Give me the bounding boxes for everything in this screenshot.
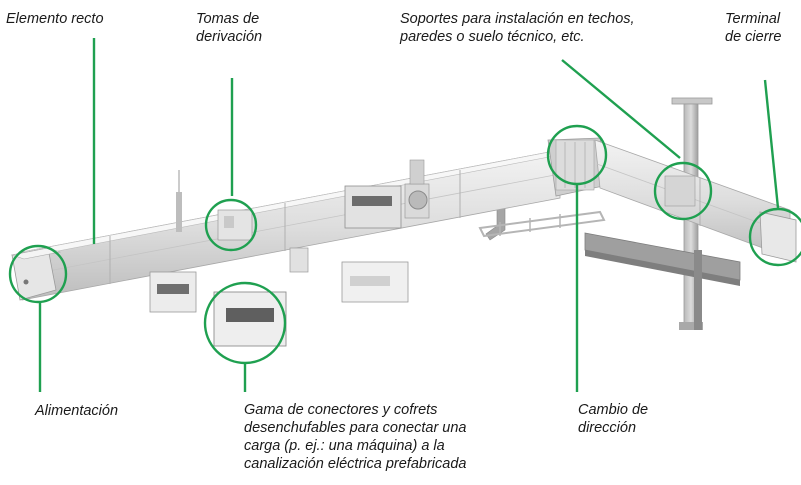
label-supports: Soportes para instalación en techos, par… <box>400 11 635 45</box>
label-end-cap: Terminal de cierre <box>725 11 782 45</box>
callout-supports <box>653 161 713 221</box>
power-feed-unit <box>10 247 62 301</box>
busway-right-run <box>594 139 791 259</box>
support-bracket <box>584 232 741 330</box>
callout-power-feed <box>8 244 68 304</box>
label-tap-off: Tomas de derivación <box>196 11 263 45</box>
busway-main-run <box>21 149 576 301</box>
label-direction-change: Cambio de dirección <box>578 402 649 436</box>
label-power-feed: Alimentación <box>35 403 119 419</box>
label-plugin-units: Gama de conectores y cofrets desenchufab… <box>244 402 467 472</box>
callouts <box>8 38 801 392</box>
end-cap-unit <box>759 211 797 263</box>
tap-off-units <box>176 159 430 241</box>
leader-supports <box>561 59 681 159</box>
label-straight-element: Elemento recto <box>6 11 104 27</box>
plug-in-units <box>149 247 409 347</box>
callout-end-cap <box>748 207 801 267</box>
leader-end-cap <box>763 79 780 209</box>
callout-tap-off <box>204 198 258 252</box>
